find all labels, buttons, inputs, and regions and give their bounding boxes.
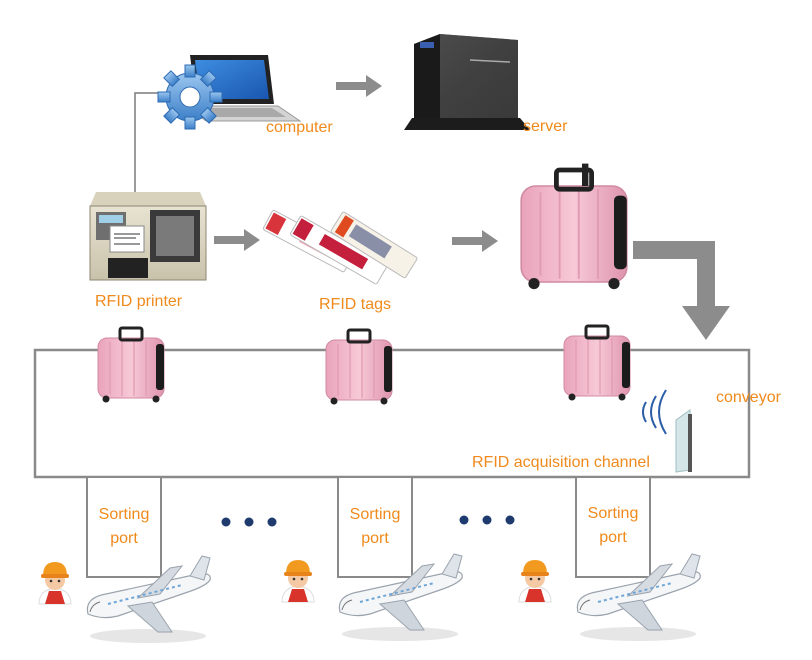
suitcase-icon (96, 326, 166, 404)
worker-icon (38, 561, 72, 605)
arrow-computer-to-server (336, 75, 382, 97)
rfid-tags-label: RFID tags (319, 296, 392, 313)
printer-computer-link (134, 92, 160, 192)
suitcase-icon (562, 324, 632, 402)
sorting-port-box (575, 476, 651, 578)
arrow-suitcase-to-conveyor (633, 241, 730, 340)
sorting-port-line1: Sorting (587, 505, 639, 522)
server-icon (404, 34, 530, 130)
sorting-port-line2: port (110, 530, 138, 547)
suitcase-icon (324, 328, 394, 406)
sorting-port-line2: port (599, 529, 627, 546)
gear-icon (157, 64, 223, 130)
worker-icon (281, 559, 315, 603)
sorting-port-line2: port (361, 530, 389, 547)
ellipsis-dots (221, 515, 515, 527)
acquisition-channel-label: RFID acquisition channel (472, 454, 650, 471)
conveyor-label: conveyor (716, 389, 781, 406)
computer-label: computer (266, 119, 333, 136)
printer-icon (89, 192, 207, 281)
sorting-port-label: Sorting port (87, 503, 161, 551)
sorting-port-line1: Sorting (98, 506, 150, 523)
worker-icon (518, 559, 552, 603)
suitcase-icon (521, 163, 627, 290)
arrow-tags-to-suitcase (452, 230, 498, 252)
arrow-printer-to-tags (214, 229, 260, 251)
sorting-port-box (337, 476, 413, 578)
sorting-port-box (86, 476, 162, 578)
rfid-tags-icon (262, 210, 418, 285)
sorting-port-line1: Sorting (349, 506, 401, 523)
rfid-printer-label: RFID printer (95, 293, 183, 310)
sorting-port-label: Sorting port (338, 503, 412, 551)
sorting-port-label: Sorting port (576, 502, 650, 550)
server-label: server (523, 118, 568, 135)
antenna-icon (642, 389, 692, 473)
